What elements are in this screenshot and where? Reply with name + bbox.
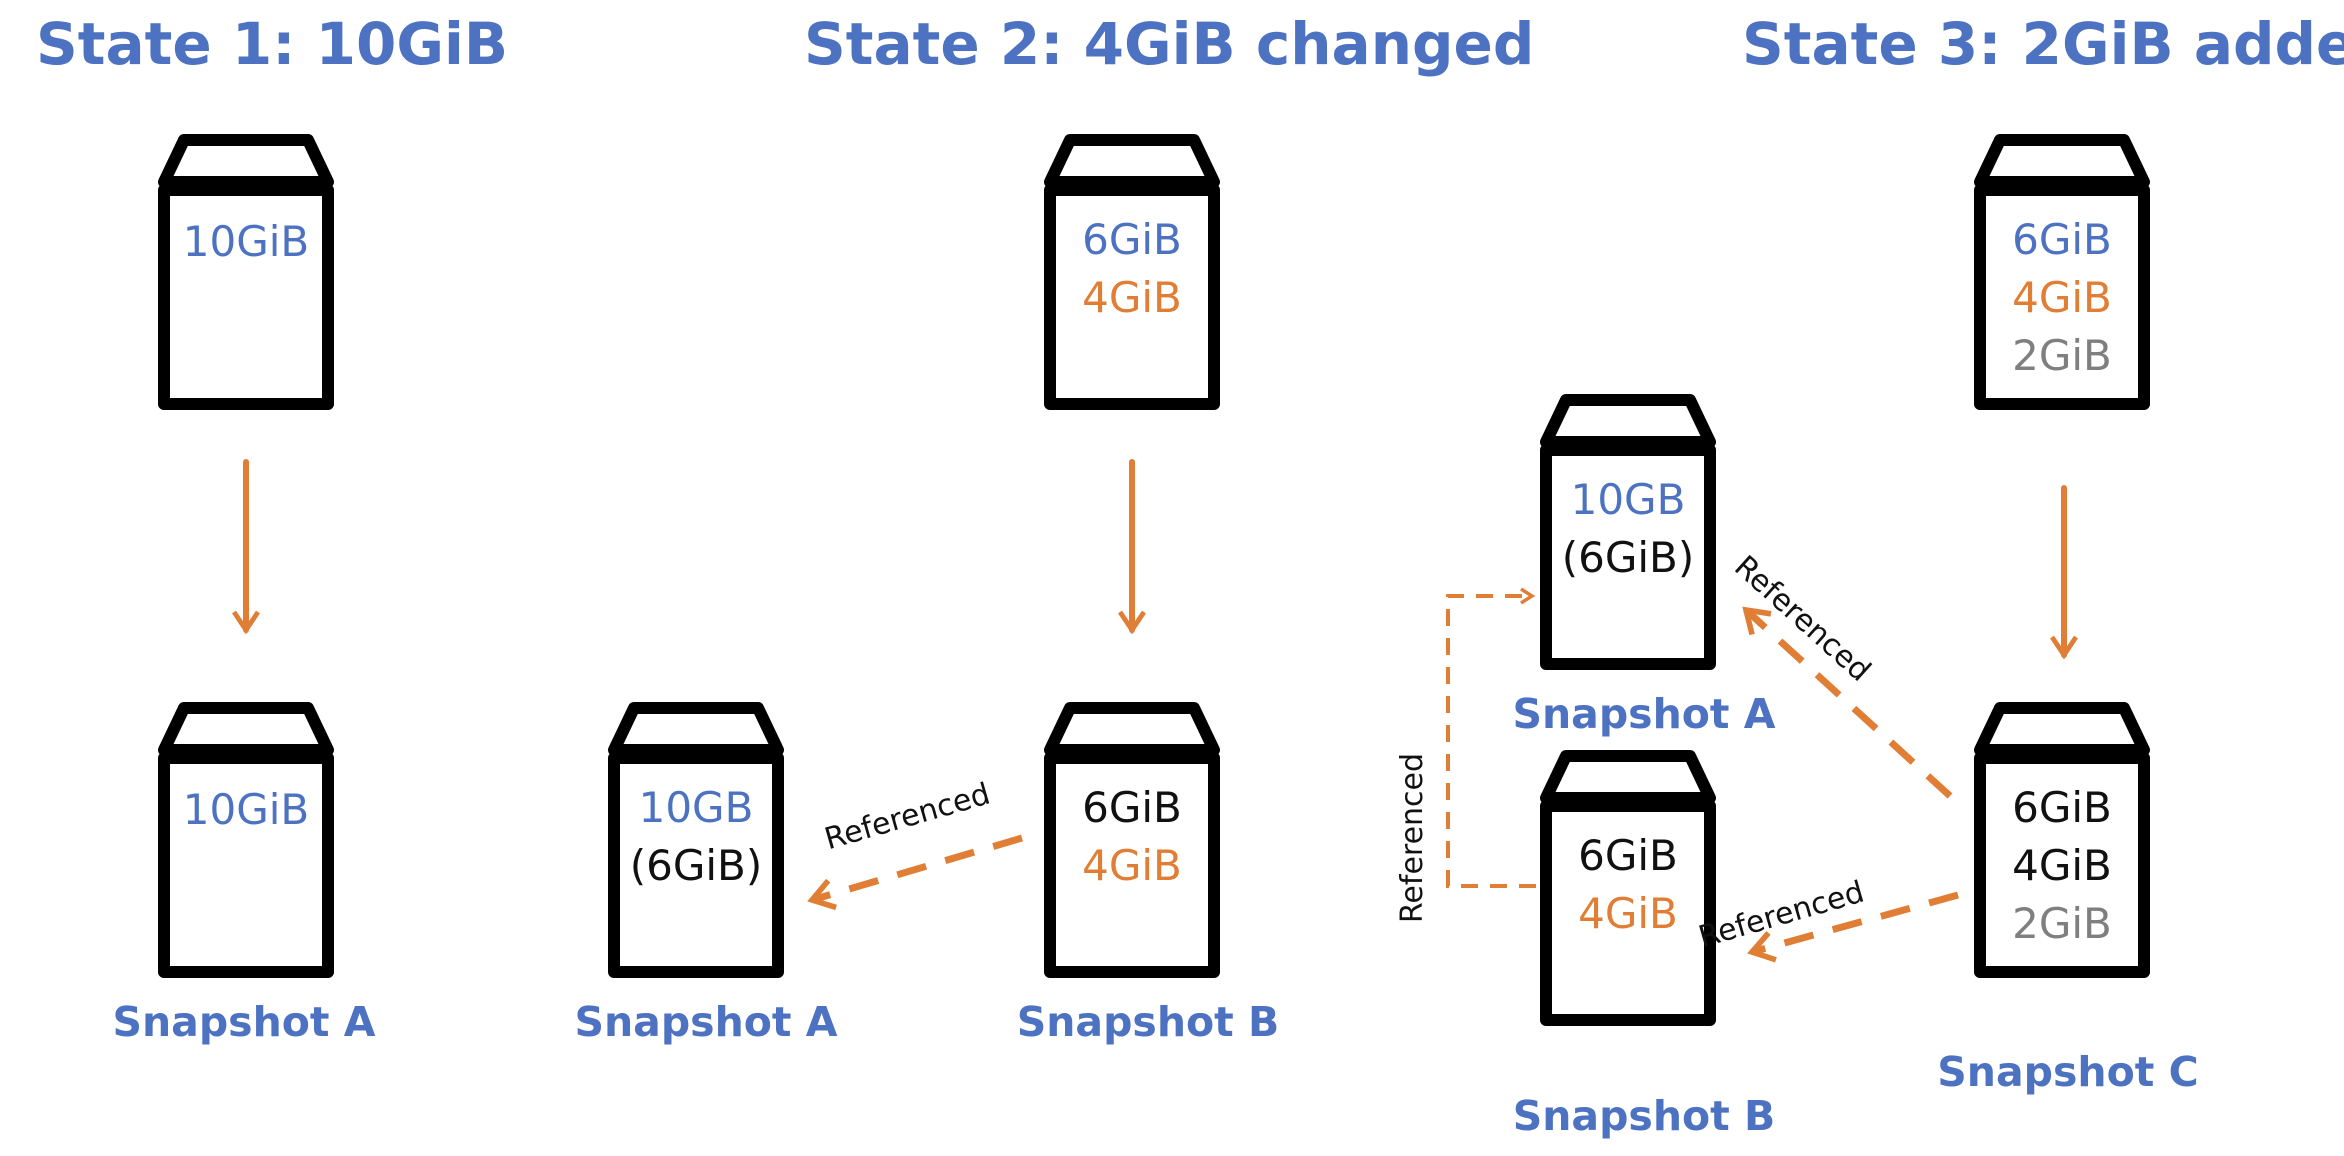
- volume-cap-shape: [1044, 134, 1220, 188]
- volume-body-shape: [158, 752, 334, 978]
- state-2-snapshot-b: 6GiB 4GiB: [1044, 702, 1220, 978]
- snapshot-size-line: 10GB: [1571, 475, 1686, 524]
- volume-size-line: 4GiB: [2012, 273, 2112, 322]
- snapshot-size-line: 10GB: [639, 783, 754, 832]
- state-2-title: State 2: 4GiB changed: [804, 10, 1534, 78]
- volume-size-line: 10GiB: [183, 217, 309, 266]
- state-2-snapshot-a: 10GB (6GiB): [608, 702, 784, 978]
- snapshot-size-line: 6GiB: [2012, 783, 2112, 832]
- volume-size-line: 2GiB: [2012, 331, 2112, 380]
- state-3-snapshot-b: 6GiB 4GiB: [1540, 750, 1716, 1026]
- state-3-volume: 6GiB 4GiB 2GiB: [1974, 134, 2150, 410]
- reference-arrow-b-to-a: [807, 834, 1023, 911]
- volume-size-line: 6GiB: [2012, 215, 2112, 264]
- volume-body-shape: [608, 752, 784, 978]
- volume-body-shape: [1974, 752, 2150, 978]
- reference-label: Referenced: [1727, 549, 1877, 689]
- volume-body-shape: [1540, 444, 1716, 670]
- volume-cap-shape: [158, 134, 334, 188]
- state-3-snapshot-c: 6GiB 4GiB 2GiB: [1974, 702, 2150, 978]
- reference-label: Referenced: [821, 777, 994, 858]
- snapshot-size-line: (6GiB): [1562, 533, 1695, 582]
- volume-cap-shape: [1044, 702, 1220, 756]
- snapshot-size-line: 2GiB: [2012, 899, 2112, 948]
- state-1-volume: 10GiB: [158, 134, 334, 410]
- volume-body-shape: [158, 184, 334, 410]
- volume-body-shape: [1044, 184, 1220, 410]
- reference-label: Referenced: [1395, 753, 1430, 923]
- reference-arrow-b-to-a: [1446, 587, 1536, 888]
- state-3-title: State 3: 2GiB added: [1742, 10, 2344, 78]
- snapshot-a-caption: Snapshot A: [112, 998, 375, 1046]
- snapshot-a-caption: Snapshot A: [1512, 690, 1775, 738]
- volume-cap-shape: [1540, 394, 1716, 448]
- volume-body-shape: [1044, 752, 1220, 978]
- volume-size-line: 6GiB: [1082, 215, 1182, 264]
- snapshot-size-line: 4GiB: [2012, 841, 2112, 890]
- snapshot-c-caption: Snapshot C: [1937, 1048, 2198, 1096]
- reference-label: Referenced: [1695, 875, 1868, 956]
- snapshot-b-caption: Snapshot B: [1017, 998, 1280, 1046]
- volume-body-shape: [1540, 800, 1716, 1026]
- state-1-title: State 1: 10GiB: [36, 10, 508, 78]
- state-2-volume: 6GiB 4GiB: [1044, 134, 1220, 410]
- snapshot-size-line: (6GiB): [630, 841, 763, 890]
- volume-cap-shape: [1540, 750, 1716, 804]
- volume-cap-shape: [1974, 134, 2150, 188]
- state-3-snapshot-a: 10GB (6GiB): [1540, 394, 1716, 670]
- snapshot-size-line: 4GiB: [1082, 841, 1182, 890]
- snapshot-size-line: 10GiB: [183, 785, 309, 834]
- snapshot-size-line: 4GiB: [1578, 889, 1678, 938]
- snapshot-size-line: 6GiB: [1082, 783, 1182, 832]
- snapshot-a-caption: Snapshot A: [574, 998, 837, 1046]
- state-1-snapshot-a: 10GiB: [158, 702, 334, 978]
- volume-body-shape: [1974, 184, 2150, 410]
- volume-cap-shape: [608, 702, 784, 756]
- volume-cap-shape: [1974, 702, 2150, 756]
- reference-arrow-c-to-b: [1747, 891, 1959, 963]
- volume-size-line: 4GiB: [1082, 273, 1182, 322]
- snapshot-size-line: 6GiB: [1578, 831, 1678, 880]
- snapshot-b-caption: Snapshot B: [1513, 1092, 1776, 1140]
- volume-cap-shape: [158, 702, 334, 756]
